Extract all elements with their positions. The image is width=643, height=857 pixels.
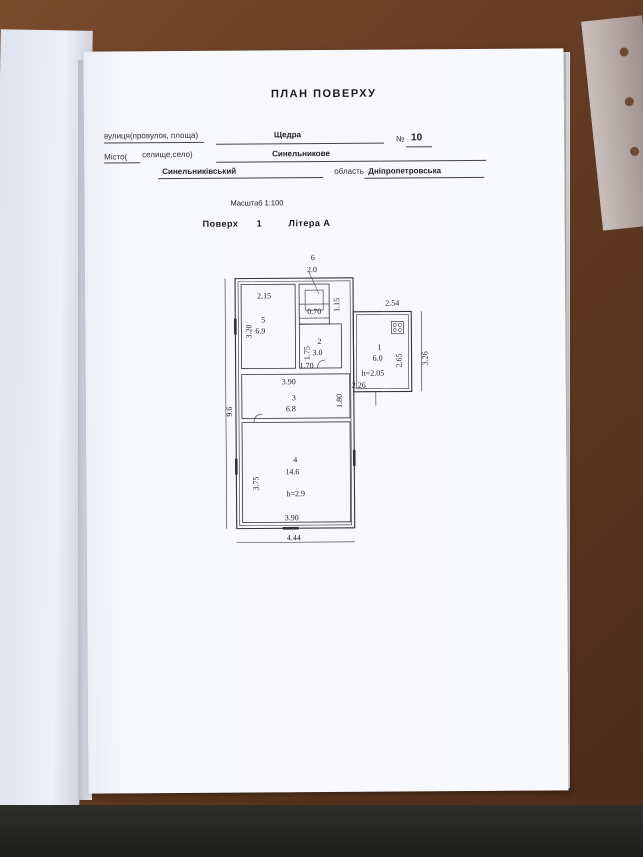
stove-icon xyxy=(390,321,404,334)
dim-4-44: 4.44 xyxy=(287,533,301,542)
height-room-4: h=2.9 xyxy=(286,489,305,498)
dim-0-70: 0.70 xyxy=(307,307,321,316)
punch-hole xyxy=(629,146,640,157)
punch-hole xyxy=(619,46,630,57)
dim-1-80: 1.80 xyxy=(335,394,344,408)
dark-foreground xyxy=(0,805,643,857)
room-5-outline xyxy=(240,283,297,369)
room-3-outline xyxy=(241,373,351,419)
bathtub xyxy=(304,289,324,311)
room-2-outline xyxy=(298,323,343,369)
room-4-number: 4 xyxy=(293,455,297,464)
toilet-cell xyxy=(298,303,330,319)
room-6-area: 2.0 xyxy=(307,265,317,274)
dim-3-26: 3.26 xyxy=(421,351,430,365)
room-2-area: 3.0 xyxy=(312,348,322,357)
door-arc xyxy=(253,414,262,423)
dim-2-15: 2.15 xyxy=(257,291,271,300)
dim-1-15: 1.15 xyxy=(332,298,341,312)
inner-wall-line xyxy=(237,280,353,526)
dim-2-54: 2.54 xyxy=(385,298,399,307)
dim-3-20: 3.20 xyxy=(244,325,253,339)
dim-line-right xyxy=(420,311,423,392)
dim-1-75: 1.75 xyxy=(302,346,311,360)
document-page: ПЛАН ПОВЕРХУ вулиця(провулок, площа) Щед… xyxy=(83,48,569,794)
dim-2-65: 2.65 xyxy=(395,353,404,367)
room-4-outline xyxy=(241,421,352,523)
room-1-area: 6.0 xyxy=(373,354,383,363)
room-1-inner xyxy=(355,314,410,390)
dim-9-6: 9.6 xyxy=(225,407,234,417)
room-6-number: 6 xyxy=(311,253,315,262)
dim-3-90-bottom: 3.90 xyxy=(285,513,299,522)
floor-plan: 5 6.9 6 2.0 2 3.0 1 6.0 3 6.8 4 14.6 2.1… xyxy=(224,253,430,543)
dim-1-70: 1.70 xyxy=(300,361,314,370)
room-1-outline xyxy=(352,310,413,393)
dim-3-75: 3.75 xyxy=(251,476,260,490)
door-arc xyxy=(317,359,326,369)
room-3-number: 3 xyxy=(292,393,296,402)
dim-2-26: 2.26 xyxy=(352,381,366,390)
room-5-area: 6.9 xyxy=(255,326,265,335)
room-4-area: 14.6 xyxy=(285,467,299,476)
leader-line xyxy=(308,272,320,295)
punch-hole xyxy=(624,96,635,107)
room-1-number: 1 xyxy=(377,343,381,352)
dim-line-bottom xyxy=(236,541,355,543)
dim-3-90-hall: 3.90 xyxy=(282,377,296,386)
room-3-area: 6.8 xyxy=(286,404,296,413)
height-room-1: h=2.05 xyxy=(362,369,385,378)
room-5-number: 5 xyxy=(261,315,265,324)
dim-line-left xyxy=(224,278,228,529)
room-2-number: 2 xyxy=(317,337,321,346)
